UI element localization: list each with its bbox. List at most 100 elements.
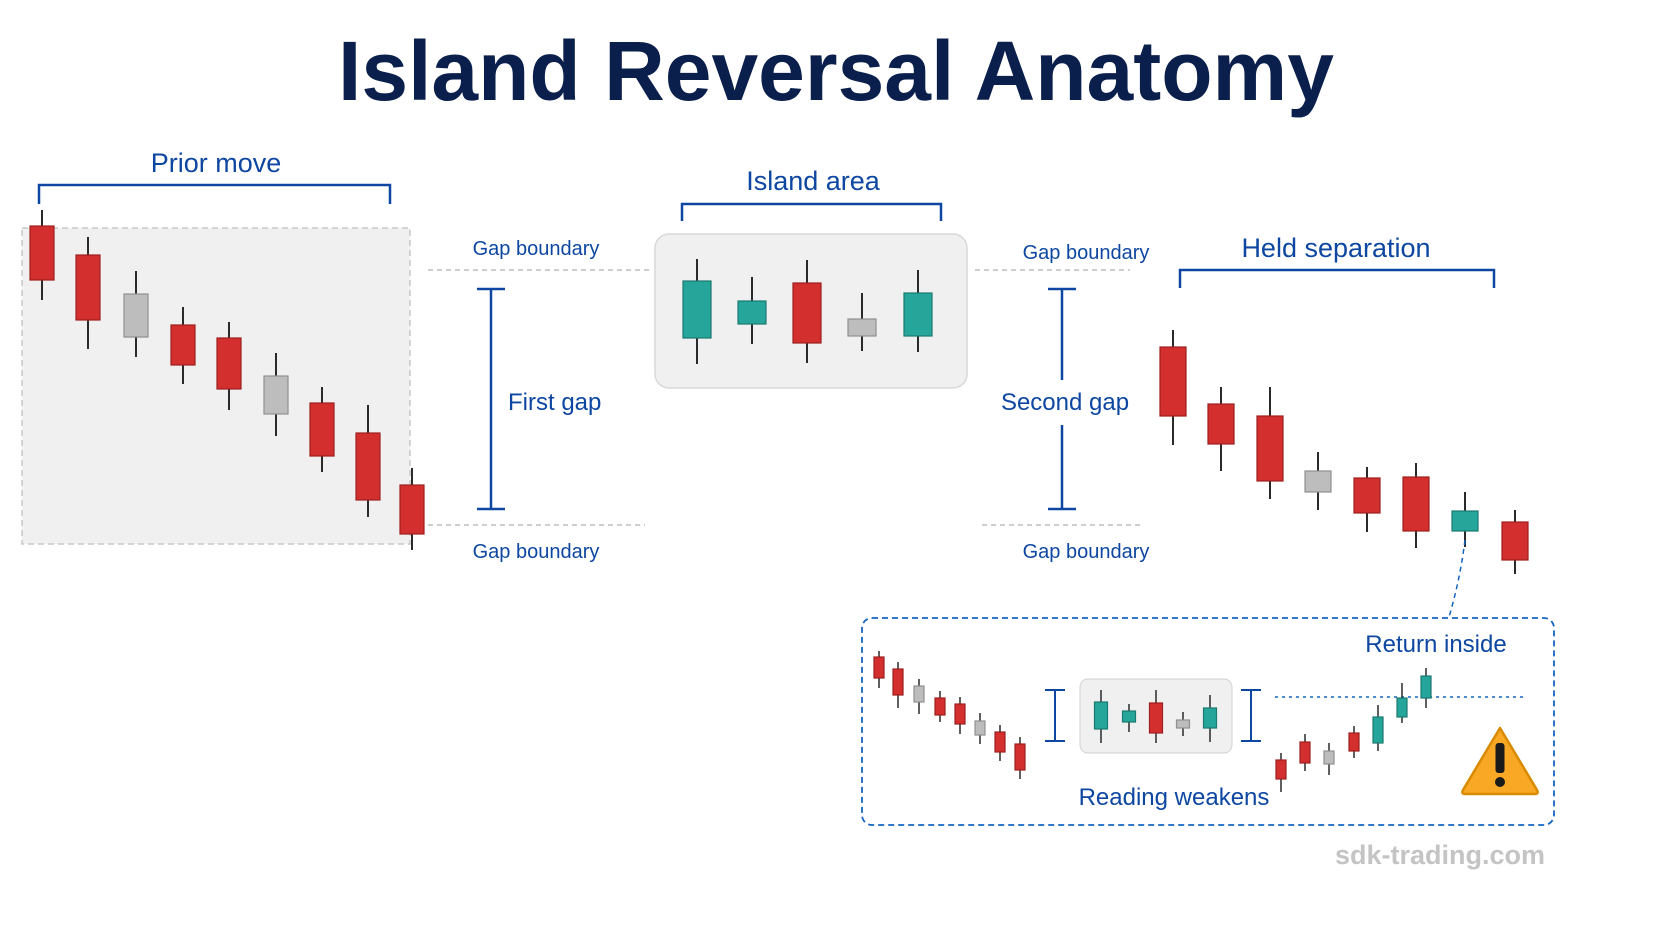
inset-connector <box>1448 539 1466 618</box>
inset-island-candles <box>1093 690 1218 743</box>
candle-body <box>1420 675 1432 699</box>
candle-body <box>1256 415 1284 482</box>
candle-body <box>1014 743 1026 771</box>
candle-bear <box>1353 467 1381 532</box>
candle-bear <box>1207 387 1235 471</box>
candle-bear <box>792 260 822 363</box>
candle-body <box>1299 741 1311 764</box>
candle-body <box>994 731 1006 753</box>
held-separation-candles <box>1159 330 1529 574</box>
candle-neutral <box>123 271 149 357</box>
candle-body <box>892 668 904 696</box>
watermark: sdk-trading.com <box>1335 840 1545 870</box>
candle-body <box>737 300 767 325</box>
candle-bear <box>1275 753 1287 792</box>
island-candles <box>682 259 933 364</box>
candle-body <box>1093 701 1109 730</box>
return-inside-label: Return inside <box>1365 631 1506 658</box>
candle-body <box>847 318 877 337</box>
candle-bull <box>1121 704 1137 732</box>
candle-bull <box>1372 705 1384 751</box>
candle-body <box>1159 346 1187 417</box>
gap-boundary-label-right-bottom: Gap boundary <box>1023 541 1150 563</box>
inset-return-candles <box>1275 668 1432 792</box>
candle-body <box>216 337 242 390</box>
candle-neutral <box>847 293 877 351</box>
candle-body <box>1275 759 1287 780</box>
prior-move-candles <box>29 210 425 550</box>
candle-bear <box>1501 510 1529 574</box>
candle-body <box>123 293 149 338</box>
prior-move-bracket <box>37 183 392 204</box>
candle-body <box>399 484 425 535</box>
second-gap-label: Second gap <box>1001 389 1129 416</box>
candle-bear <box>1348 726 1360 758</box>
second-gap-measure <box>1048 287 1076 511</box>
candle-body <box>1207 403 1235 445</box>
candle-bear <box>1014 737 1026 779</box>
candle-bear <box>309 387 335 472</box>
candle-bull <box>682 259 712 364</box>
candle-body <box>29 225 55 281</box>
candle-body <box>873 656 885 679</box>
candle-body <box>913 685 925 703</box>
candle-bear <box>1159 330 1187 445</box>
candle-body <box>1396 697 1408 718</box>
candle-bull <box>1202 695 1218 742</box>
candle-bull <box>1451 492 1479 547</box>
gap-boundary-label-right-top: Gap boundary <box>1023 242 1150 264</box>
candle-body <box>1372 716 1384 744</box>
candle-bull <box>1420 668 1432 708</box>
candle-bear <box>994 725 1006 761</box>
candle-body <box>1148 702 1164 734</box>
island-area-bracket <box>680 202 943 221</box>
inset-gap-marker-right <box>1241 689 1261 742</box>
candle-body <box>263 375 289 415</box>
candle-bear <box>934 691 946 722</box>
candle-bull <box>1396 683 1408 723</box>
candle-bear <box>29 210 55 300</box>
candle-bear <box>1148 690 1164 743</box>
candle-body <box>1402 476 1430 532</box>
candle-bear <box>873 651 885 688</box>
candle-neutral <box>1175 712 1191 736</box>
candle-body <box>1175 719 1191 729</box>
inset-gap-marker-left <box>1045 689 1065 742</box>
candle-body <box>682 280 712 339</box>
candle-bear <box>892 662 904 708</box>
candle-neutral <box>974 713 986 744</box>
candle-bull <box>1093 690 1109 743</box>
candle-neutral <box>1323 743 1335 775</box>
candle-body <box>1501 521 1529 561</box>
candle-body <box>1348 732 1360 752</box>
candle-bear <box>1402 463 1430 548</box>
warning-triangle-icon <box>1461 726 1539 796</box>
candle-bear <box>75 237 101 349</box>
candle-bear <box>399 468 425 550</box>
candle-body <box>903 292 933 337</box>
candle-bear <box>170 307 196 384</box>
candle-neutral <box>913 679 925 714</box>
island-area-label: Island area <box>746 166 881 196</box>
inset-prior-candles <box>873 651 1026 779</box>
candle-body <box>792 282 822 344</box>
candle-body <box>1304 470 1332 493</box>
candle-body <box>75 254 101 321</box>
candle-bear <box>1299 734 1311 771</box>
held-separation-label: Held separation <box>1241 233 1430 263</box>
candle-body <box>309 402 335 457</box>
first-gap-label: First gap <box>508 389 601 416</box>
candle-body <box>934 697 946 716</box>
candle-body <box>1353 477 1381 514</box>
held-separation-bracket <box>1178 268 1496 288</box>
candle-body <box>170 324 196 366</box>
gap-boundary-label-left-top: Gap boundary <box>473 238 600 260</box>
candle-body <box>1323 750 1335 765</box>
gap-boundary-label-left-bottom: Gap boundary <box>473 541 600 563</box>
candle-body <box>1451 510 1479 532</box>
candle-neutral <box>263 353 289 436</box>
candle-bull <box>737 277 767 344</box>
candle-bear <box>1256 387 1284 499</box>
page-title: Island Reversal Anatomy <box>338 24 1334 118</box>
